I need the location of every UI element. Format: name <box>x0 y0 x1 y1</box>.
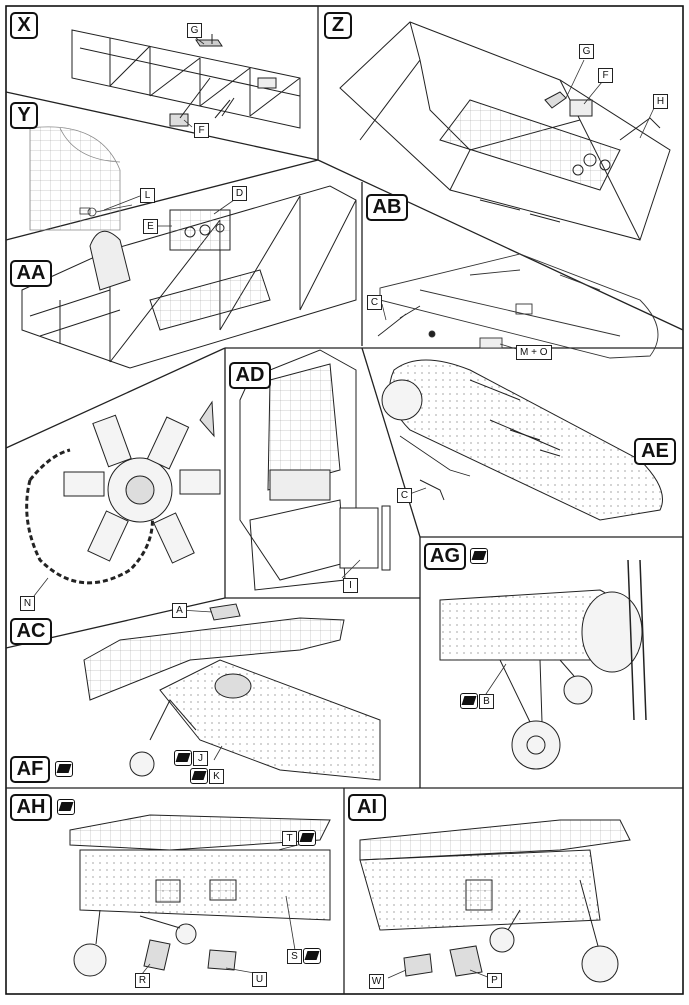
photo-etched-badge-af <box>55 761 73 777</box>
step-label-ag: AG <box>424 543 466 570</box>
part-callout-af-j: J <box>193 751 208 766</box>
part-callout-n: N <box>20 596 35 611</box>
part-callout-ag-b: B <box>479 694 494 709</box>
photo-etched-badge-ah <box>57 799 75 815</box>
step-label-ae: AE <box>634 438 676 465</box>
part-callout-ab-c: C <box>367 295 382 310</box>
drawing-ac-af-aircraft <box>83 603 381 781</box>
photo-etched-badge-af-j <box>174 750 192 766</box>
part-callout-z-h: H <box>653 94 668 109</box>
step-label-ad: AD <box>229 362 271 389</box>
drawing-z-cockpit <box>339 21 671 241</box>
panel-dividers <box>5 6 684 994</box>
drawing-n-exhaust-ring <box>25 448 154 585</box>
part-callout-ae-c: C <box>397 488 412 503</box>
step-label-ah: AH <box>10 794 52 821</box>
drawing-ai-aircraft <box>359 819 631 983</box>
part-callout-z-f: F <box>598 68 613 83</box>
step-label-ac: AC <box>10 618 52 645</box>
part-callout-ah-s: S <box>287 949 302 964</box>
drawing-ag-front <box>439 559 647 770</box>
step-label-ai: AI <box>348 794 386 821</box>
drawing-radial-engine <box>63 400 221 564</box>
photo-etched-badge-ag <box>470 548 488 564</box>
part-callout-ah-r: R <box>135 973 150 988</box>
drawing-aa-structure <box>21 185 357 369</box>
drawing-x-frame <box>71 29 301 129</box>
photo-etched-badge-ag-b <box>460 693 478 709</box>
drawing-ab-wing <box>377 253 659 359</box>
photo-etched-badge-ah-s <box>303 948 321 964</box>
drawing-ae-fuselage <box>381 359 663 521</box>
photo-etched-badge-af-k <box>190 768 208 784</box>
drawing-ah-aircraft <box>69 814 331 977</box>
part-callout-ai-p: P <box>487 973 502 988</box>
drawing-y-panel <box>29 126 133 231</box>
step-label-x: X <box>10 12 38 39</box>
part-callout-ac-a: A <box>172 603 187 618</box>
step-label-y: Y <box>10 102 38 129</box>
drawing-ad-cockpit-top <box>239 349 391 591</box>
part-callout-y-l: L <box>140 188 155 203</box>
part-callout-x-f: F <box>194 123 209 138</box>
part-callout-af-k: K <box>209 769 224 784</box>
part-callout-ad-i: I <box>343 578 358 593</box>
step-label-af: AF <box>10 756 50 783</box>
part-callout-ab-m-o: M + O <box>516 345 552 360</box>
part-callout-aa-d: D <box>232 186 247 201</box>
step-label-aa: AA <box>10 260 52 287</box>
part-callout-x-g: G <box>187 23 202 38</box>
part-callout-aa-e: E <box>143 219 158 234</box>
part-callout-ai-w: W <box>369 974 384 989</box>
part-callout-ah-t: T <box>282 831 297 846</box>
step-label-ab: AB <box>366 194 408 221</box>
part-callout-ah-u: U <box>252 972 267 987</box>
photo-etched-badge-ah-t <box>298 830 316 846</box>
part-callout-z-g: G <box>579 44 594 59</box>
step-label-z: Z <box>324 12 352 39</box>
